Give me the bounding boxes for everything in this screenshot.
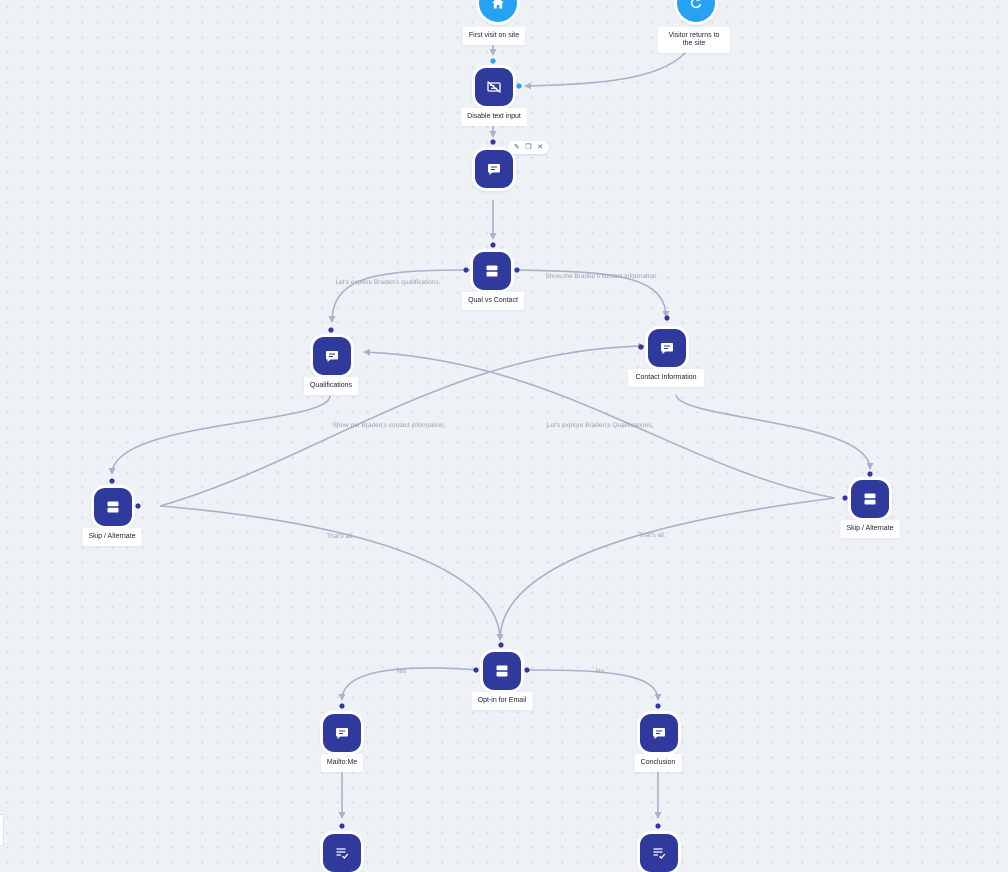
- edge-skip-right-to-optin: [499, 497, 836, 641]
- skip-alternate-left-node[interactable]: [94, 488, 132, 526]
- pencil-icon[interactable]: ✎: [513, 144, 520, 151]
- edge-qvc-to-qualifications: [328, 269, 471, 323]
- port-dot: [514, 267, 520, 273]
- edge-label-cross-contact: Show me Braden's contact information.: [332, 422, 446, 429]
- message-icon: [661, 343, 673, 354]
- edge-label-yes: Yes: [395, 668, 407, 675]
- qualifications-label: Qualifications: [303, 377, 359, 395]
- list-check-icon: [653, 848, 666, 859]
- port-dot: [516, 83, 522, 89]
- message-icon: [336, 728, 348, 739]
- edge-optin-no-to-conclusion: [525, 669, 662, 701]
- disable-text-node[interactable]: [475, 68, 513, 106]
- list-check-icon: [336, 848, 349, 859]
- port-dot: [109, 478, 115, 484]
- message-icon: [326, 351, 338, 362]
- port-dot: [473, 667, 479, 673]
- port-dot: [638, 344, 644, 350]
- port-dot: [524, 667, 530, 673]
- edge-skip-right-to-qualifications: [363, 348, 836, 499]
- port-dot: [867, 471, 873, 477]
- port-dot: [664, 315, 670, 321]
- edge-optin-yes-to-mailto: [338, 667, 479, 701]
- port-dot: [339, 703, 345, 709]
- optin-email-node[interactable]: [483, 652, 521, 690]
- edge-label-thats-all-left: That's all.: [326, 533, 354, 540]
- port-dot: [842, 495, 848, 501]
- skip-alternate-right-node[interactable]: [851, 480, 889, 518]
- mailto-label: Mailto:Me: [320, 754, 364, 772]
- skip-alternate-left-label: Skip / Alternate: [82, 528, 142, 546]
- port-dot: [490, 242, 496, 248]
- qual-vs-contact-node[interactable]: [473, 252, 511, 290]
- port-dot: [490, 139, 496, 145]
- visitor-returns-label: Visitor returns to the site: [658, 27, 730, 53]
- buttons-icon: [486, 265, 498, 277]
- buttons-icon: [496, 665, 508, 677]
- edge-skip-left-to-optin: [159, 505, 504, 641]
- copy-icon[interactable]: ❐: [525, 144, 532, 151]
- keyboard-off-icon: [487, 80, 501, 94]
- visitor-returns-node[interactable]: [677, 0, 715, 22]
- edge-label-qualifications: Let's explore Braden's qualifications.: [335, 279, 441, 286]
- qualifications-node[interactable]: [313, 337, 351, 375]
- edge-qvc-to-contact: [518, 269, 670, 318]
- edge-label-cross-qual: Let's explore Braden's Qualifications.: [546, 422, 654, 429]
- edge-label-thats-all-right: That's all.: [638, 532, 666, 539]
- node-toolbar: ✎ ❐ ✕: [508, 141, 549, 154]
- side-panel-handle[interactable]: [0, 814, 4, 846]
- message-icon: [653, 728, 665, 739]
- disable-text-label: Disable text input: [461, 108, 527, 126]
- edge-qualifications-to-skip-left: [108, 395, 331, 475]
- port-dot: [655, 823, 661, 829]
- close-icon[interactable]: ✕: [537, 144, 544, 151]
- end-left-node[interactable]: [323, 834, 361, 872]
- message-node[interactable]: [475, 150, 513, 188]
- mailto-node[interactable]: [323, 714, 361, 752]
- edge-returns-to-disable: [524, 51, 687, 90]
- end-right-node[interactable]: [640, 834, 678, 872]
- contact-info-node[interactable]: [648, 329, 686, 367]
- edge-label-no: No: [595, 668, 605, 675]
- buttons-icon: [107, 501, 119, 513]
- port-dot: [655, 703, 661, 709]
- port-dot: [339, 823, 345, 829]
- refresh-icon: [690, 0, 702, 9]
- edge-skip-left-to-contact: [159, 342, 645, 507]
- conclusion-node[interactable]: [640, 714, 678, 752]
- optin-email-label: Opt-in for Email: [471, 692, 533, 710]
- conclusion-label: Conclusion: [634, 754, 682, 772]
- port-dot: [135, 503, 141, 509]
- contact-info-label: Contact Information: [628, 369, 704, 387]
- edge-contact-to-skip-right: [675, 394, 874, 470]
- edge-label-contact: Show me Braden's contact information: [545, 273, 657, 280]
- home-icon: [492, 0, 504, 9]
- port-dot: [498, 642, 504, 648]
- skip-alternate-right-label: Skip / Alternate: [840, 520, 900, 538]
- first-visit-label: First visit on site: [462, 27, 526, 45]
- first-visit-node[interactable]: [479, 0, 517, 22]
- buttons-icon: [864, 493, 876, 505]
- message-icon: [488, 164, 500, 175]
- qual-vs-contact-label: Qual vs Contact: [462, 292, 524, 310]
- port-dot: [490, 58, 496, 64]
- port-dot: [328, 327, 334, 333]
- port-dot: [463, 267, 469, 273]
